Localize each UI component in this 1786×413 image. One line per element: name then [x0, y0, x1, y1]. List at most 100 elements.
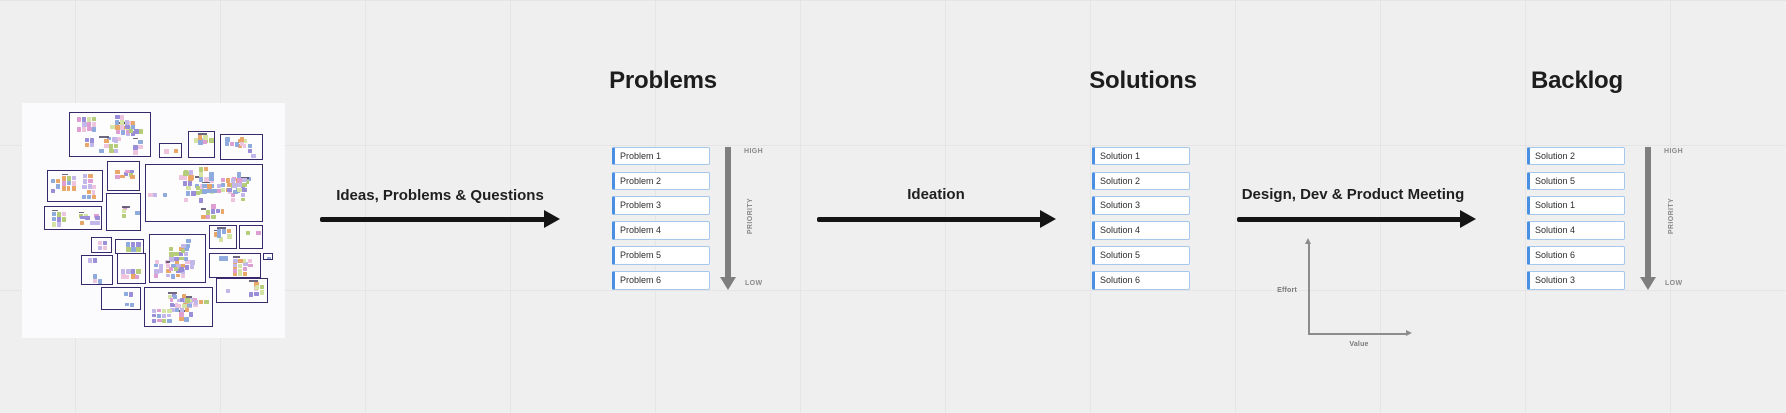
sticky-note[interactable] — [86, 194, 91, 199]
sticky-note[interactable] — [138, 145, 143, 149]
sticky-note[interactable] — [173, 294, 177, 299]
sticky-note[interactable] — [61, 217, 67, 223]
sticky-frame[interactable] — [44, 206, 102, 230]
sticky-note[interactable] — [123, 291, 129, 297]
sticky-frame[interactable] — [263, 253, 273, 260]
sticky-note[interactable] — [210, 215, 216, 220]
sticky-note[interactable] — [232, 263, 237, 268]
sticky-note[interactable] — [130, 124, 136, 130]
sticky-note[interactable] — [209, 188, 214, 194]
sticky-note[interactable] — [209, 172, 214, 178]
sticky-note[interactable] — [125, 120, 130, 125]
sticky-note[interactable] — [177, 303, 181, 308]
sticky-note[interactable] — [89, 142, 94, 147]
sticky-note[interactable] — [242, 143, 247, 148]
sticky-note[interactable] — [231, 197, 236, 202]
sticky-note[interactable] — [181, 263, 186, 268]
sticky-note[interactable] — [77, 117, 81, 123]
sticky-frame[interactable] — [159, 143, 182, 158]
sticky-note[interactable] — [169, 303, 174, 307]
solution-card[interactable]: Solution 3 — [1092, 196, 1190, 215]
sticky-note[interactable] — [82, 127, 86, 132]
sticky-note[interactable] — [154, 260, 159, 265]
sticky-note[interactable] — [85, 215, 90, 220]
sticky-frame[interactable] — [209, 225, 237, 249]
sticky-note[interactable] — [179, 251, 184, 257]
sticky-note[interactable] — [204, 167, 208, 172]
solution-card[interactable]: Solution 2 — [1092, 171, 1190, 190]
sticky-note[interactable] — [216, 184, 221, 189]
sticky-note[interactable] — [183, 176, 187, 181]
sticky-note[interactable] — [184, 170, 189, 175]
sticky-note[interactable] — [169, 298, 174, 302]
sticky-note[interactable] — [88, 179, 94, 184]
sticky-note[interactable] — [266, 256, 272, 259]
sticky-note[interactable] — [176, 268, 181, 273]
sticky-note[interactable] — [95, 220, 100, 226]
sticky-canvas[interactable] — [22, 103, 285, 338]
sticky-note[interactable] — [91, 194, 96, 199]
sticky-note[interactable] — [115, 115, 121, 120]
sticky-note[interactable] — [95, 215, 100, 220]
sticky-frame[interactable] — [107, 161, 140, 191]
sticky-note[interactable] — [131, 269, 136, 275]
sticky-note[interactable] — [226, 234, 232, 240]
sticky-note[interactable] — [86, 189, 91, 194]
sticky-note[interactable] — [206, 189, 212, 193]
sticky-note[interactable] — [81, 194, 86, 199]
sticky-note[interactable] — [117, 136, 121, 142]
sticky-note[interactable] — [206, 184, 212, 189]
problem-card[interactable]: Problem 1 — [612, 146, 710, 166]
sticky-note[interactable] — [227, 187, 232, 192]
sticky-note[interactable] — [191, 190, 196, 196]
sticky-note[interactable] — [92, 122, 97, 128]
sticky-note[interactable] — [199, 177, 204, 183]
sticky-note[interactable] — [231, 178, 235, 183]
sticky-note[interactable] — [232, 182, 238, 188]
sticky-note[interactable] — [102, 240, 108, 246]
sticky-note[interactable] — [204, 300, 209, 305]
sticky-note[interactable] — [61, 212, 67, 217]
sticky-note[interactable] — [163, 192, 168, 197]
sticky-note[interactable] — [126, 242, 131, 248]
sticky-note[interactable] — [148, 192, 154, 197]
sticky-note[interactable] — [190, 260, 195, 266]
sticky-note[interactable] — [197, 135, 202, 141]
sticky-note[interactable] — [176, 273, 181, 278]
sticky-note[interactable] — [224, 256, 229, 261]
sticky-note[interactable] — [169, 256, 175, 262]
sticky-note[interactable] — [133, 145, 139, 150]
sticky-note[interactable] — [182, 303, 188, 309]
sticky-note[interactable] — [171, 263, 177, 268]
sticky-note[interactable] — [125, 125, 131, 130]
sticky-note[interactable] — [184, 246, 189, 251]
sticky-note[interactable] — [237, 263, 243, 268]
sticky-note[interactable] — [84, 137, 89, 142]
sticky-note[interactable] — [237, 258, 243, 263]
sticky-note[interactable] — [183, 181, 187, 186]
sticky-note[interactable] — [156, 318, 162, 323]
sticky-note[interactable] — [120, 129, 126, 135]
sticky-note[interactable] — [201, 189, 207, 194]
sticky-note[interactable] — [97, 240, 102, 246]
sticky-note[interactable] — [199, 188, 204, 194]
sticky-note[interactable] — [179, 256, 185, 261]
sticky-note[interactable] — [110, 125, 115, 130]
sticky-note[interactable] — [77, 127, 81, 132]
sticky-note[interactable] — [176, 263, 181, 268]
sticky-note[interactable] — [179, 312, 184, 318]
sticky-note[interactable] — [88, 174, 93, 179]
sticky-note[interactable] — [201, 184, 207, 189]
sticky-note[interactable] — [71, 181, 76, 186]
sticky-note[interactable] — [255, 230, 261, 235]
sticky-note[interactable] — [204, 177, 209, 182]
sticky-note[interactable] — [194, 183, 200, 188]
sticky-note[interactable] — [115, 120, 120, 126]
sticky-note[interactable] — [120, 125, 125, 131]
title-backlog[interactable]: Backlog — [1531, 67, 1623, 94]
sticky-note[interactable] — [87, 258, 93, 264]
sticky-note[interactable] — [50, 178, 55, 183]
sticky-note[interactable] — [200, 215, 206, 220]
sticky-note[interactable] — [166, 263, 171, 269]
sticky-note[interactable] — [196, 185, 200, 191]
